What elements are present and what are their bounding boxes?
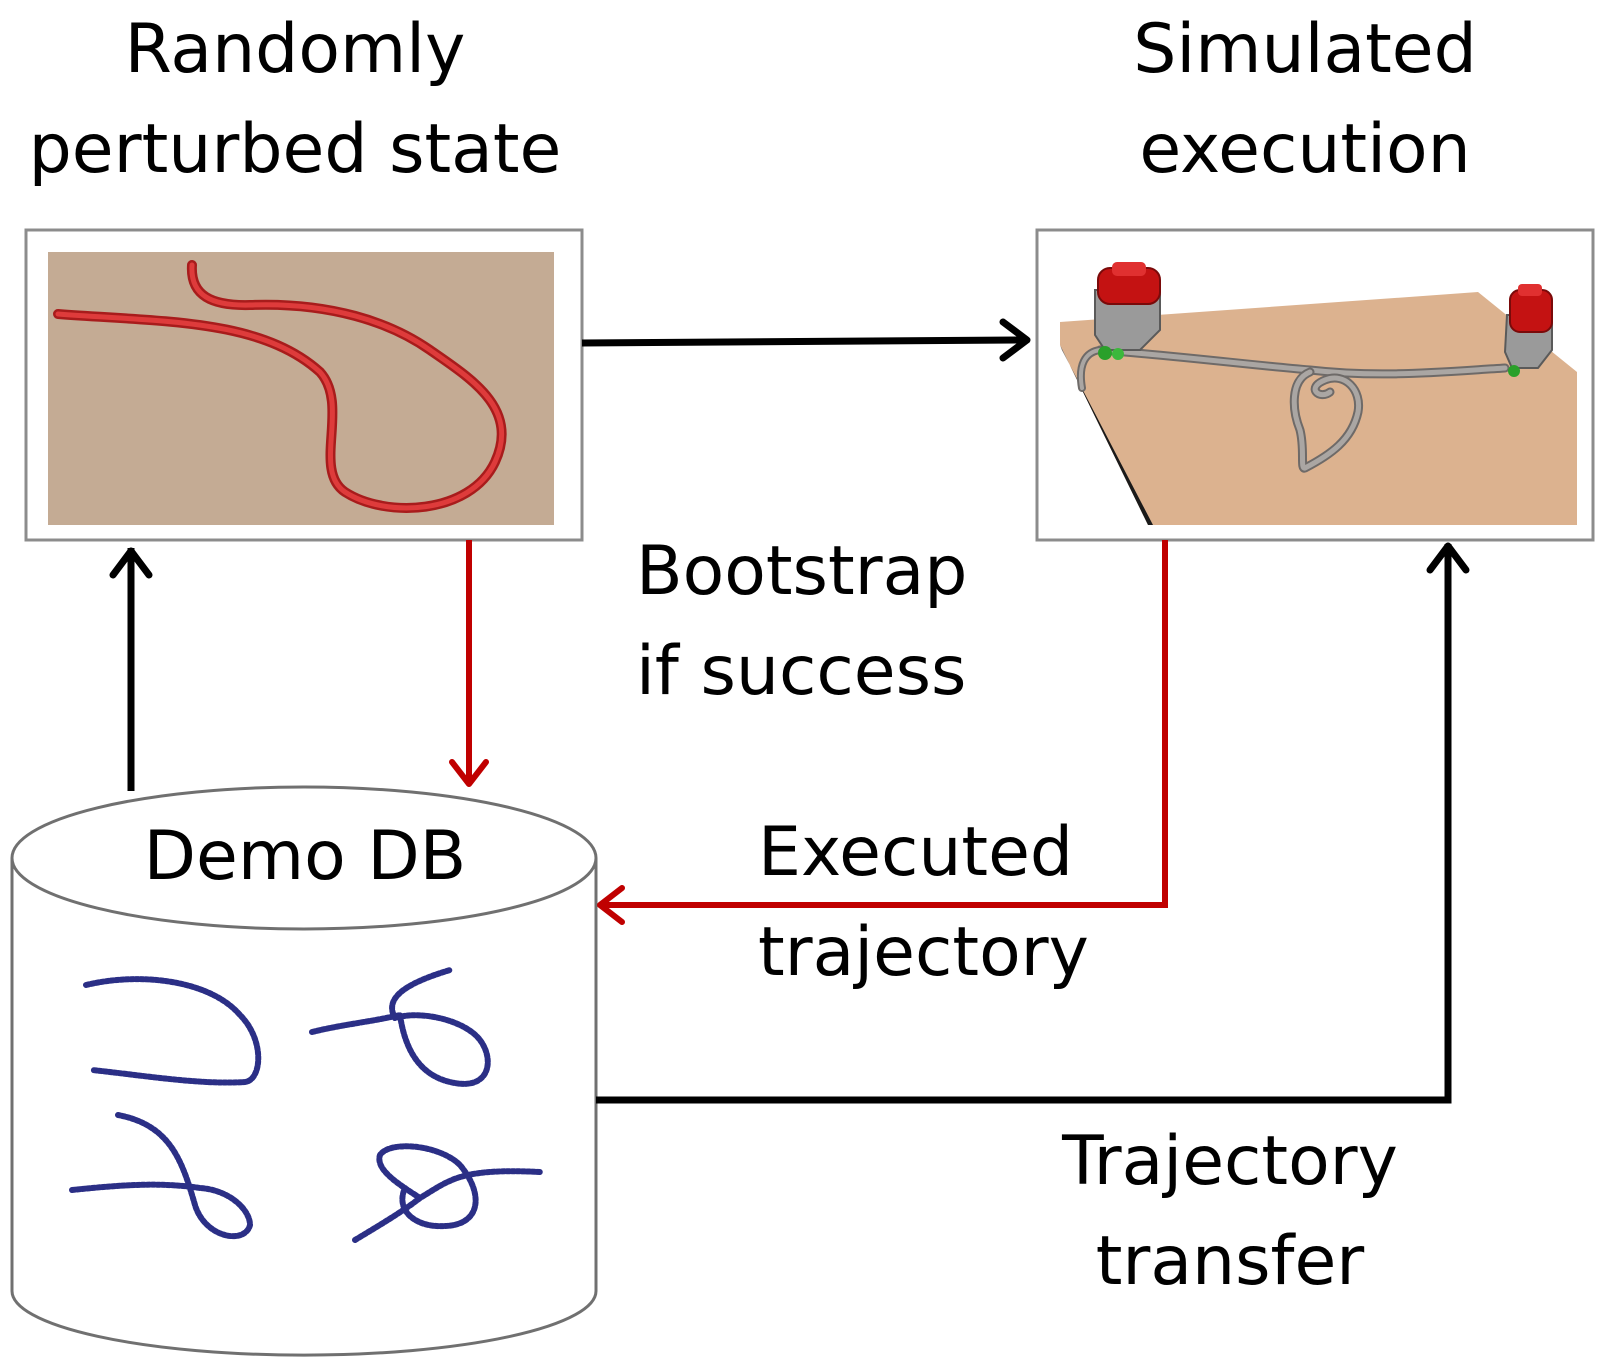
bootstrap-label-line2: if success [636, 632, 967, 711]
red-rope-icon [53, 260, 507, 513]
simulated-execution-title-line2: execution [1139, 110, 1471, 189]
left-gripper-icon [1094, 262, 1161, 360]
simulated-execution-title: Simulated execution [1100, 0, 1510, 200]
table-3d [1060, 292, 1577, 525]
trajectory-transfer-label-line2: transfer [1095, 1222, 1365, 1301]
table-top-view [48, 252, 554, 525]
perturbed-state-title-line1: Randomly [124, 10, 466, 89]
gray-rope-knot-icon [1077, 345, 1510, 473]
executed-trajectory-label-line1: Executed [758, 813, 1074, 892]
simulated-execution-title-line1: Simulated [1133, 10, 1477, 89]
executed-trajectory-label: Executed trajectory [758, 803, 1089, 1003]
trajectory-transfer-label: Trajectory transfer [1030, 1112, 1430, 1312]
demo-db-label: Demo DB [143, 817, 467, 896]
arrow-db-to-perturbed [109, 547, 153, 791]
executed-trajectory-label-line2: trajectory [758, 913, 1089, 992]
right-gripper-icon [1503, 284, 1553, 377]
arrow-executed-trajectory-to-db [597, 540, 1168, 925]
arrow-perturbed-to-simulation [581, 318, 1031, 362]
bootstrap-label-line1: Bootstrap [636, 532, 968, 611]
arrow-trajectory-transfer [596, 542, 1470, 1104]
perturbed-state-title: Randomly perturbed state [10, 0, 580, 200]
bootstrap-label: Bootstrap if success [636, 522, 967, 722]
perturbed-state-panel [24, 228, 584, 542]
arrow-bootstrap-to-db [449, 540, 489, 787]
simulated-execution-panel [1035, 228, 1595, 542]
demo-rope-shapes-icon [69, 967, 543, 1243]
perturbed-state-title-line2: perturbed state [28, 110, 562, 189]
trajectory-transfer-label-line1: Trajectory [1062, 1122, 1398, 1201]
